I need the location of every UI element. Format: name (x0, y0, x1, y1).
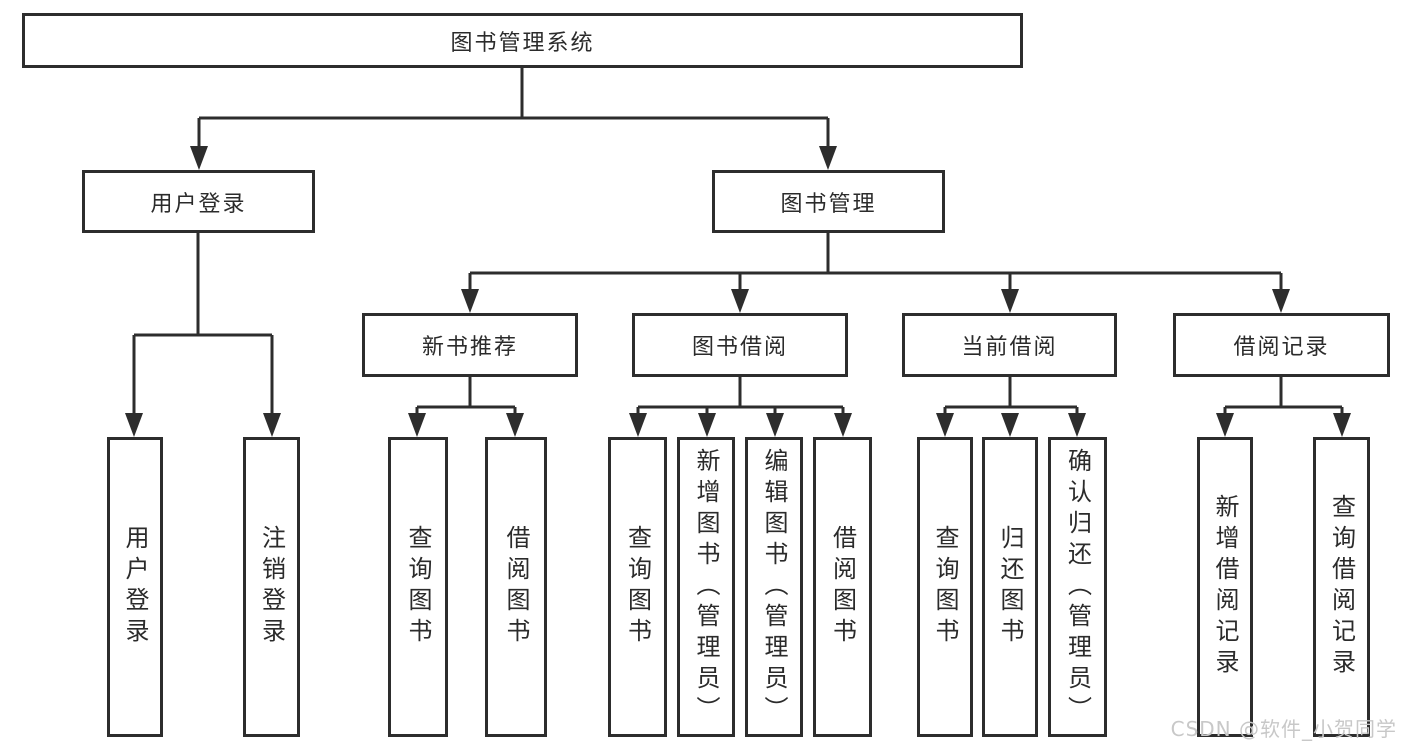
leaf-user-login: 用户登录 (107, 437, 163, 737)
leaf-query-books-2: 查询图书 (608, 437, 667, 737)
node-book-management: 图书管理 (712, 170, 945, 233)
node-user-login: 用户登录 (82, 170, 315, 233)
node-new-book-recommend: 新书推荐 (362, 313, 578, 377)
leaf-query-borrow-record: 查询借阅记录 (1313, 437, 1370, 737)
leaf-borrow-books-1: 借阅图书 (485, 437, 547, 737)
node-library-system: 图书管理系统 (22, 13, 1023, 68)
leaf-add-borrow-record: 新增借阅记录 (1197, 437, 1253, 737)
leaf-logout: 注销登录 (243, 437, 300, 737)
node-current-borrowing: 当前借阅 (902, 313, 1117, 377)
leaf-edit-book-admin: 编辑图书（管理员） (745, 437, 803, 737)
leaf-query-books-1: 查询图书 (388, 437, 448, 737)
leaf-confirm-return-admin: 确认归还（管理员） (1048, 437, 1107, 737)
leaf-return-books: 归还图书 (982, 437, 1038, 737)
leaf-query-books-3: 查询图书 (917, 437, 973, 737)
leaf-add-book-admin: 新增图书（管理员） (677, 437, 735, 737)
watermark: CSDN @软件_小贺同学 (1170, 717, 1397, 741)
node-borrowing-records: 借阅记录 (1173, 313, 1390, 377)
node-book-borrowing: 图书借阅 (632, 313, 848, 377)
leaf-borrow-books-2: 借阅图书 (813, 437, 872, 737)
